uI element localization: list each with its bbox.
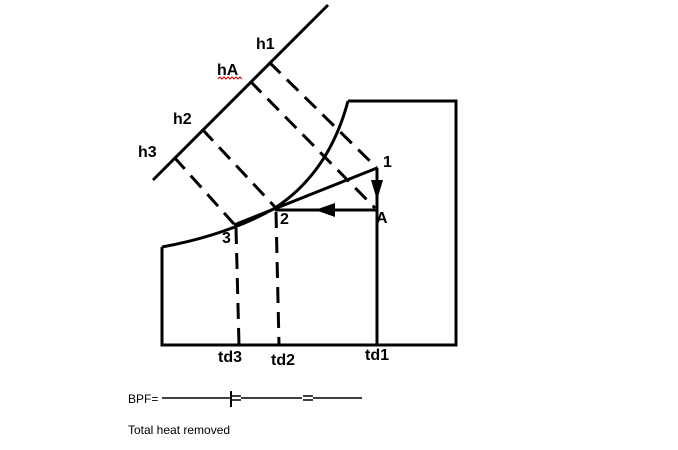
chart-outline	[160, 99, 458, 347]
arrow-left-icon	[315, 203, 335, 217]
label-point-A: A	[376, 210, 388, 227]
label-td1: td1	[365, 347, 389, 364]
label-point-1: 1	[383, 154, 392, 171]
dashed-h2-2	[200, 127, 277, 209]
dashed-3-td3	[234, 227, 241, 346]
label-td2: td2	[271, 352, 295, 369]
label-point-2: 2	[280, 211, 289, 228]
dashed-h1-1	[267, 60, 379, 170]
dashed-h3-3	[172, 155, 236, 226]
bpf-formula-lines	[162, 391, 362, 407]
process-line-3-1	[233, 166, 378, 227]
arrow-down-icon	[371, 180, 383, 200]
label-hA: hA	[217, 62, 239, 79]
spellcheck-squiggle	[217, 76, 243, 80]
label-h2: h2	[173, 111, 192, 128]
bpf-label: BPF=	[128, 392, 159, 406]
label-h3: h3	[138, 144, 157, 161]
dashed-2-td2	[274, 211, 281, 346]
dashed-hA-A	[248, 79, 377, 210]
enthalpy-scale-line	[151, 3, 330, 182]
label-td3: td3	[218, 349, 242, 366]
total-heat-label: Total heat removed	[128, 423, 231, 437]
label-h1: h1	[256, 36, 275, 53]
label-point-3: 3	[222, 230, 231, 247]
